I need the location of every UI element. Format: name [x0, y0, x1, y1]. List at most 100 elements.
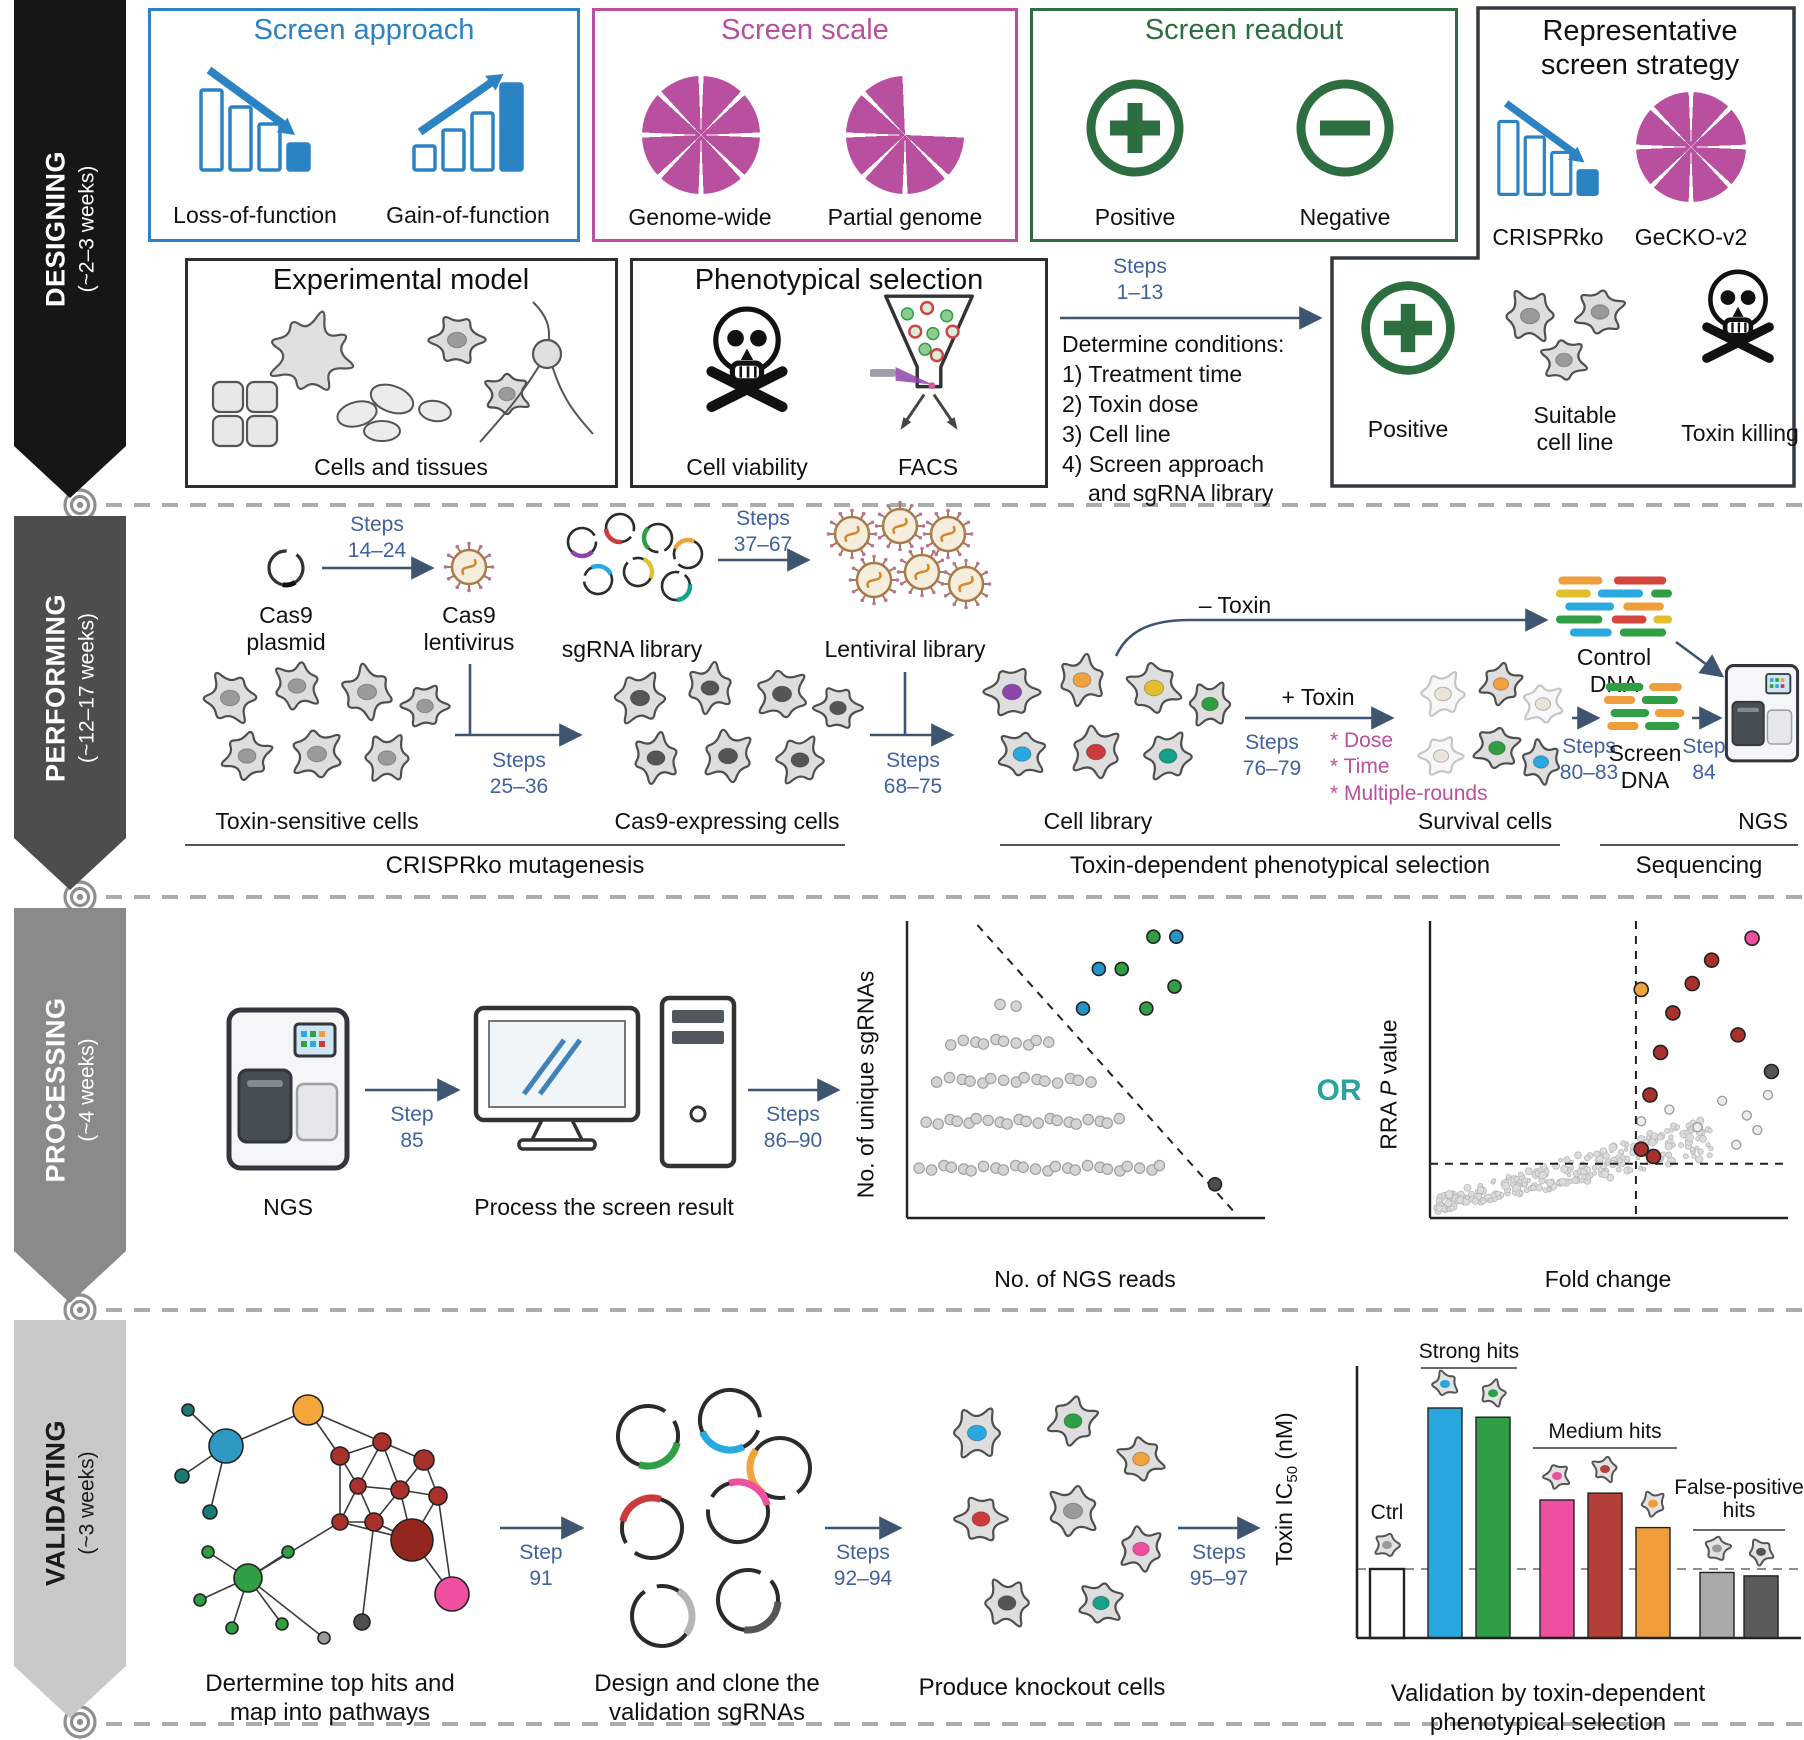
svg-text:hits: hits — [1723, 1499, 1756, 1522]
phase-validating-arrow: VALIDATING(~3 weeks) — [14, 1320, 126, 1718]
sgrna-reads-scatter-chart — [885, 915, 1270, 1250]
section-crisprko-mutagenesis: CRISPRko mutagenesis — [385, 852, 645, 879]
screen-scale-box — [592, 8, 1018, 242]
lentiviral-library-label: Lentiviral library — [824, 636, 986, 662]
pathway-network-icon — [168, 1380, 490, 1660]
survival-cells-icon — [1405, 656, 1565, 798]
validation-sgrna-plasmids-icon — [600, 1386, 815, 1656]
phase-label: DESIGNING — [40, 151, 71, 308]
minus-toxin-label: – Toxin — [1198, 592, 1272, 618]
toxin-sensitive-cells-label: Toxin-sensitive cells — [215, 808, 419, 834]
ngs-machine-icon — [225, 998, 351, 1176]
control-dna-label: ControlDNA — [1576, 644, 1652, 697]
lentiviral-library-icon — [818, 500, 993, 614]
phase-separator-2 — [106, 895, 1804, 899]
phase-performing-arrow: PERFORMING(~12–17 weeks) — [14, 516, 126, 890]
scatter1-xlabel: No. of NGS reads — [994, 1266, 1176, 1292]
screen-readout-box — [1030, 8, 1458, 242]
or-label: OR — [1316, 1074, 1362, 1107]
phase-duration: (~3 weeks) — [76, 1451, 100, 1555]
phase-duration: (~2–3 weeks) — [76, 165, 100, 293]
process-screen-result-label: Process the screen result — [474, 1194, 734, 1220]
screen-approach-title: Screen approach — [253, 14, 475, 46]
svg-text:Ctrl: Ctrl — [1371, 1501, 1404, 1524]
genome-wide-label: Genome-wide — [628, 204, 772, 230]
facs-icon — [870, 292, 988, 440]
toxin-killing-label: Toxin killing — [1681, 420, 1799, 446]
phase-separator-4 — [106, 1722, 1804, 1726]
plus-toxin-label: + Toxin — [1281, 684, 1355, 710]
computer-icon — [472, 994, 738, 1176]
phase-label: PROCESSING — [40, 997, 71, 1183]
toxin-sensitive-cells-icon — [185, 656, 451, 798]
cells-tissues-label: Cells and tissues — [314, 454, 488, 480]
screen-dna-icon — [1604, 682, 1686, 732]
phase-duration: (~12–17 weeks) — [76, 613, 100, 764]
phase-label: VALIDATING — [40, 1420, 71, 1587]
gain-of-function-icon — [408, 62, 528, 174]
crisprko-icon — [1493, 96, 1603, 198]
loss-of-function-label: Loss-of-function — [173, 202, 337, 228]
strategy-positive-label: Positive — [1367, 416, 1449, 442]
partial-genome-pie-icon — [846, 76, 964, 194]
scatter1-ylabel: No. of unique sgRNAs — [852, 970, 879, 1199]
knockout-cells-icon — [915, 1385, 1171, 1655]
gecko-v2-pie-icon — [1636, 92, 1746, 202]
partial-genome-label: Partial genome — [827, 204, 983, 230]
svg-text:Medium hits: Medium hits — [1548, 1420, 1661, 1443]
facs-label: FACS — [897, 454, 959, 480]
suitable-cell-line-icon — [1482, 276, 1657, 388]
screen-approach-box — [148, 8, 580, 242]
positive-selection-icon — [1081, 74, 1189, 182]
phase-duration: (~4 weeks) — [76, 1038, 100, 1142]
gain-of-function-label: Gain-of-function — [386, 202, 550, 228]
negative-label: Negative — [1299, 204, 1391, 230]
cells-tissues-illustration — [205, 296, 597, 448]
crisprko-label: CRISPRko — [1492, 224, 1604, 250]
rra-fold-change-scatter-chart — [1408, 915, 1793, 1250]
loss-of-function-icon — [195, 62, 315, 174]
gecko-v2-label: GeCKO-v2 — [1634, 224, 1748, 250]
bullseye-icon — [62, 1292, 98, 1328]
phenotypical-selection-box — [630, 258, 1048, 488]
phase-designing-arrow: DESIGNING(~2–3 weeks) — [14, 0, 126, 498]
sgrna-library-icon — [558, 510, 706, 608]
ngs-label: NGS — [1738, 808, 1788, 834]
ngs-label: NGS — [263, 1194, 313, 1220]
knockout-caption: Produce knockout cells — [918, 1674, 1166, 1701]
cell-library-label: Cell library — [1043, 808, 1153, 834]
cas9-expressing-cells-label: Cas9-expressing cells — [614, 808, 840, 834]
svg-text:Strong hits: Strong hits — [1419, 1340, 1519, 1363]
control-dna-icon — [1556, 576, 1672, 638]
section-toxin-selection: Toxin-dependent phenotypical selection — [1069, 852, 1491, 879]
sgrna-library-label: sgRNA library — [561, 636, 703, 662]
negative-selection-icon — [1291, 74, 1399, 182]
ngs-machine-icon — [1724, 636, 1800, 788]
genome-wide-pie-icon — [642, 76, 760, 194]
phenotypical-selection-title: Phenotypical selection — [694, 264, 984, 296]
strategy-positive-icon — [1356, 276, 1460, 380]
